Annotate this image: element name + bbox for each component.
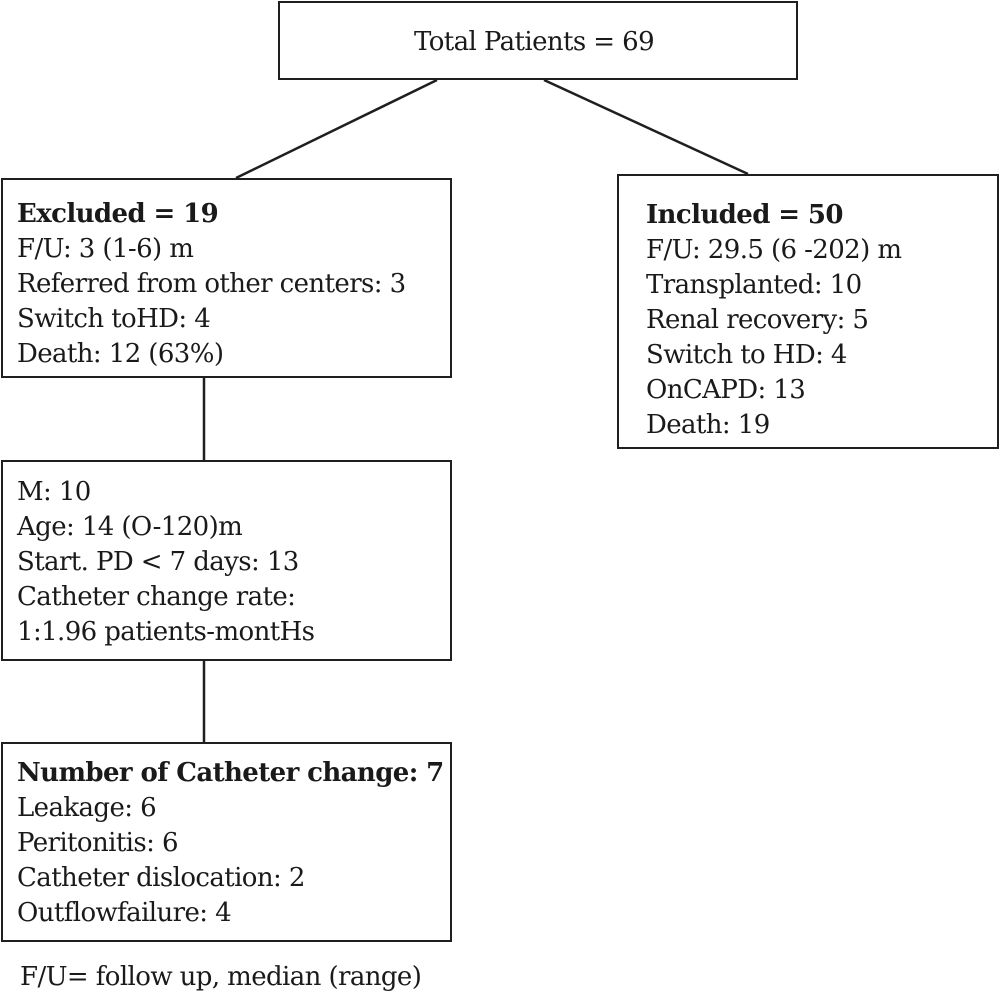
details-start-pd: Start. PD < 7 days: 13 xyxy=(17,547,299,577)
catheter-peritonitis: Peritonitis: 6 xyxy=(17,828,179,858)
total-patients-label: Total Patients = 69 xyxy=(414,27,655,57)
excluded-referred: Referred from other centers: 3 xyxy=(17,269,406,299)
details-catheter-change-rate-value: 1:1.96 patients-montHs xyxy=(17,617,315,647)
footnote: F/U= follow up, median (range) xyxy=(20,962,422,992)
excluded-death: Death: 12 (63%) xyxy=(17,339,224,369)
excluded-title: Excluded = 19 xyxy=(17,199,219,229)
details-age: Age: 14 (O-120)m xyxy=(17,512,243,542)
catheter-change-box: Number of Catheter change: 7 Leakage: 6 … xyxy=(1,742,452,942)
connector-total-to-excluded xyxy=(235,78,438,180)
included-title: Included = 50 xyxy=(646,200,843,230)
included-switch-hd: Switch to HD: 4 xyxy=(646,340,847,370)
catheter-change-title: Number of Catheter change: 7 xyxy=(17,758,444,788)
connector-total-to-included xyxy=(543,78,749,176)
total-patients-box: Total Patients = 69 xyxy=(278,1,798,80)
included-on-capd: OnCAPD: 13 xyxy=(646,375,806,405)
details-catheter-change-rate-label: Catheter change rate: xyxy=(17,582,296,612)
excluded-followup: F/U: 3 (1-6) m xyxy=(17,234,194,264)
included-box: Included = 50 F/U: 29.5 (6 -202) m Trans… xyxy=(617,174,999,449)
catheter-leakage: Leakage: 6 xyxy=(17,793,157,823)
included-transplanted: Transplanted: 10 xyxy=(646,270,862,300)
details-male: M: 10 xyxy=(17,477,91,507)
excluded-switch-hd: Switch toHD: 4 xyxy=(17,304,211,334)
catheter-outflow-failure: Outflowfailure: 4 xyxy=(17,898,232,928)
included-death: Death: 19 xyxy=(646,410,770,440)
included-renal-recovery: Renal recovery: 5 xyxy=(646,305,869,335)
excluded-box: Excluded = 19 F/U: 3 (1-6) m Referred fr… xyxy=(1,178,452,378)
catheter-dislocation: Catheter dislocation: 2 xyxy=(17,863,305,893)
excluded-details-box: M: 10 Age: 14 (O-120)m Start. PD < 7 day… xyxy=(1,460,452,661)
included-followup: F/U: 29.5 (6 -202) m xyxy=(646,235,902,265)
